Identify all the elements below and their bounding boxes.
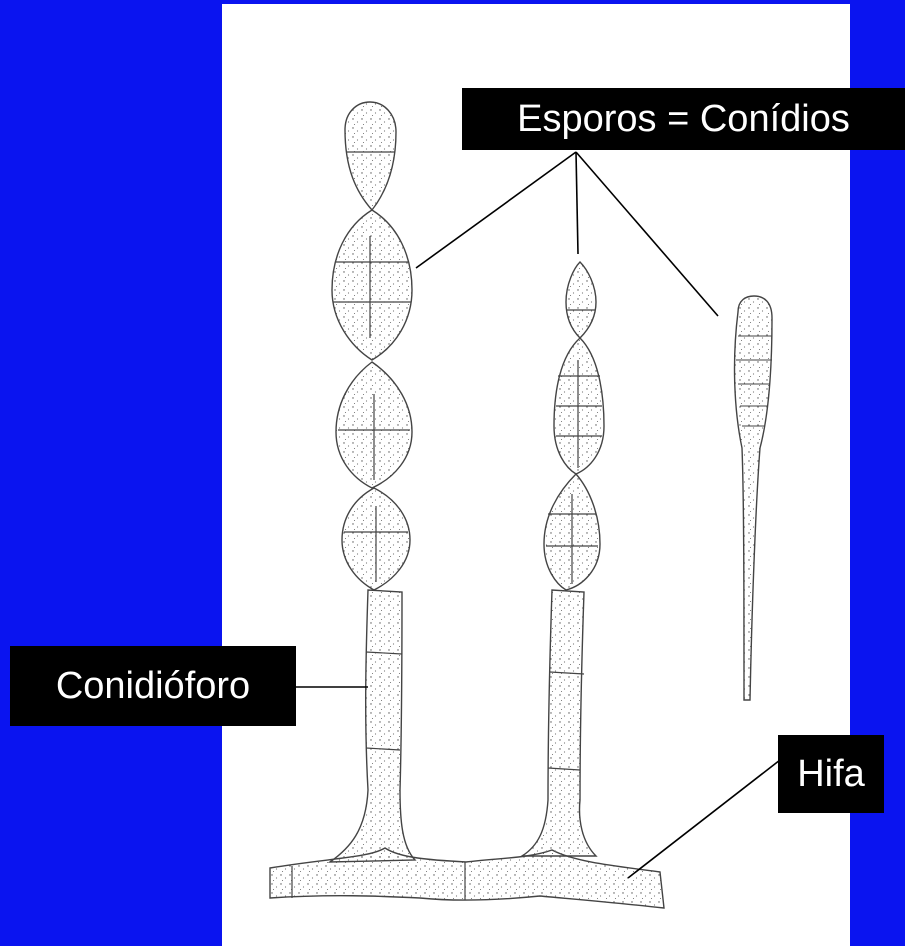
right-conidiophore — [522, 590, 596, 856]
conidiophore-label: Conidióforo — [10, 646, 296, 726]
hypha-label: Hifa — [778, 735, 884, 813]
left-spore-chain — [332, 102, 412, 590]
hypha — [270, 848, 664, 908]
middle-spore-chain — [544, 262, 604, 590]
detached-spore — [735, 296, 772, 700]
leader-spore-left — [416, 152, 576, 268]
leader-spore-middle — [576, 152, 578, 254]
leader-spore-right — [576, 152, 718, 316]
left-conidiophore — [330, 590, 415, 862]
spores-label: Esporos = Conídios — [462, 88, 905, 150]
leader-hypha — [628, 760, 780, 878]
